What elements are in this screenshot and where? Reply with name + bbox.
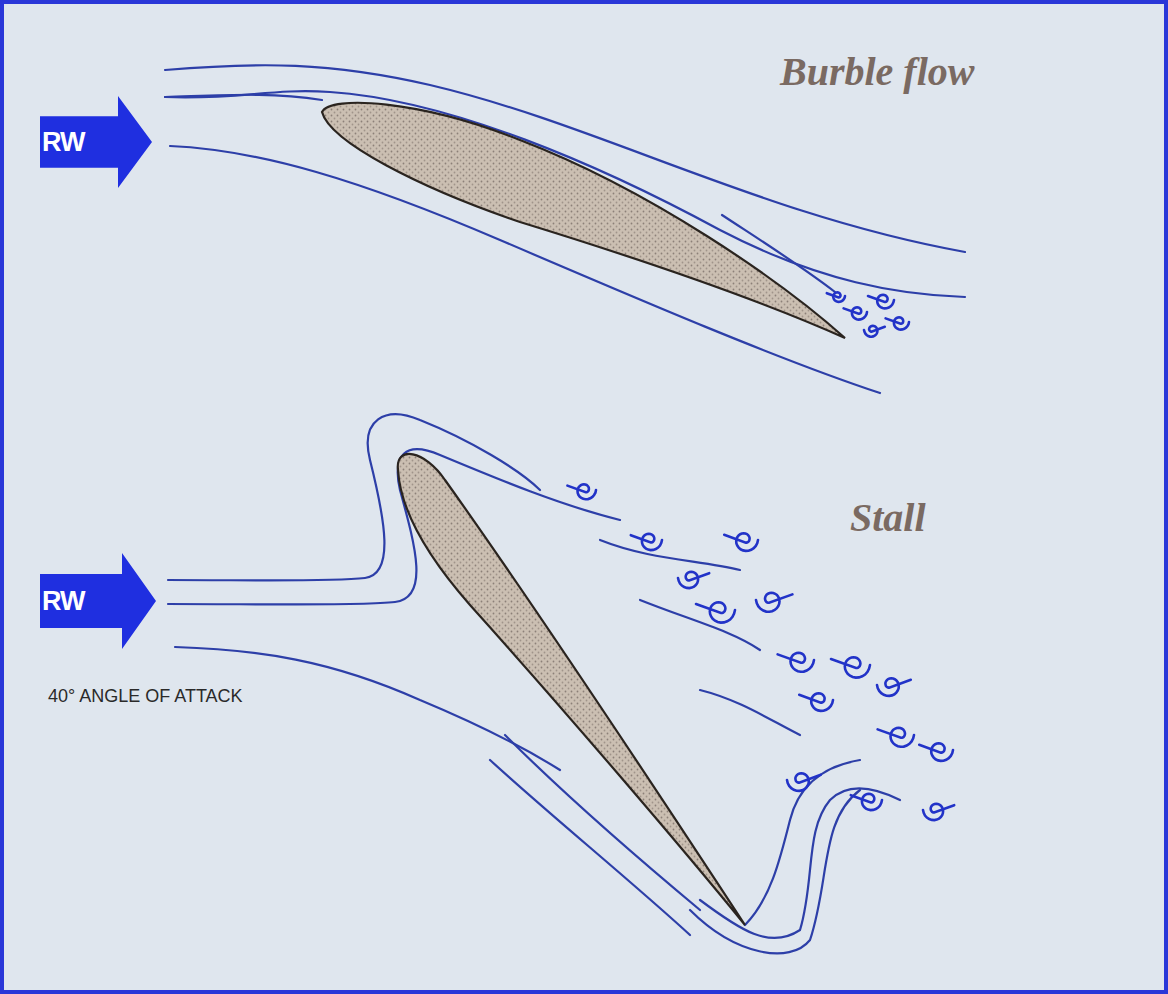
vortex-curl bbox=[878, 728, 914, 747]
airfoil bbox=[322, 103, 845, 338]
vortex-curl bbox=[919, 743, 953, 761]
flow-title: Burble flow bbox=[780, 48, 974, 95]
vortex-curl bbox=[567, 484, 596, 499]
vortex-curl bbox=[851, 794, 882, 810]
vortex-curl bbox=[678, 572, 709, 588]
vortex-curls bbox=[567, 292, 954, 820]
vortex-curl bbox=[864, 326, 885, 337]
vortex-curl bbox=[696, 602, 735, 622]
vortex-curl bbox=[923, 804, 954, 820]
angle-note: 40° ANGLE OF ATTACK bbox=[48, 686, 243, 707]
vortex-curl bbox=[778, 653, 814, 672]
vortex-curl bbox=[831, 657, 870, 677]
vortex-curl bbox=[799, 693, 833, 711]
arrow-label: RW bbox=[42, 127, 85, 158]
vortex-curl bbox=[724, 533, 758, 551]
arrow-label: RW bbox=[42, 586, 85, 617]
vortex-curl bbox=[877, 678, 911, 696]
vortex-curl bbox=[868, 295, 894, 309]
airfoil bbox=[398, 454, 745, 925]
vortex-curl bbox=[886, 317, 909, 329]
vortex-curl bbox=[827, 292, 845, 302]
wind-arrow: RW bbox=[40, 553, 156, 649]
wind-arrow: RW bbox=[40, 96, 152, 188]
vortex-curl bbox=[787, 773, 821, 791]
flow-title: Stall bbox=[850, 494, 926, 541]
vortex-curl bbox=[631, 534, 662, 550]
vortex-curl bbox=[844, 307, 867, 319]
streamlines bbox=[165, 65, 965, 953]
vortex-curl bbox=[756, 593, 792, 612]
